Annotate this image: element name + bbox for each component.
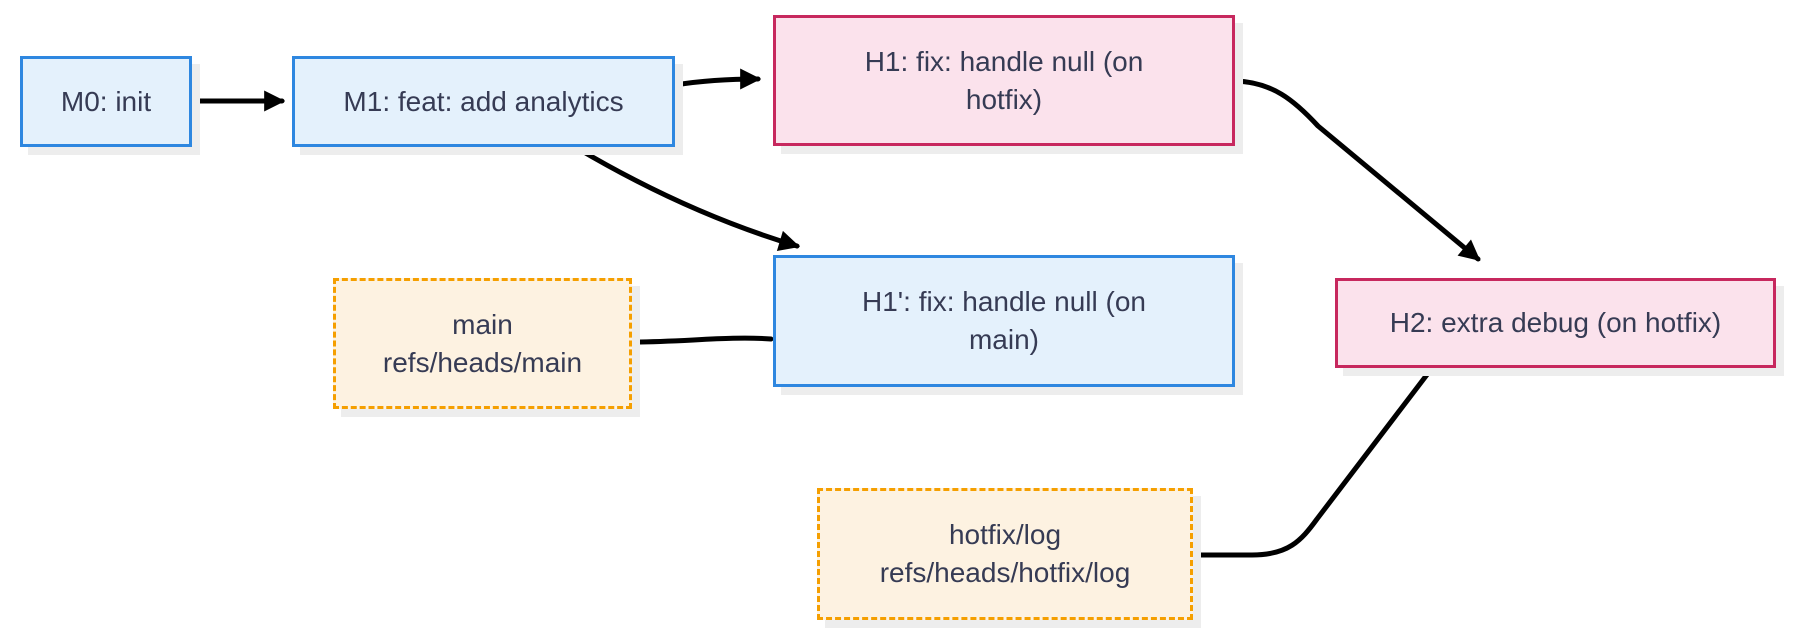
node-label-line1: H1': fix: handle null (on (862, 286, 1146, 317)
node-label: H2: extra debug (on hotfix) (1389, 307, 1722, 338)
edge-m1-to-h1-prime (574, 145, 801, 251)
node-label: M0: init (60, 85, 152, 117)
node-label-line2: main) (968, 324, 1039, 355)
node-commit-m0: M0: init (20, 56, 192, 147)
branch-name: main (452, 308, 513, 340)
node-branch-ref-hotfix-log: hotfix/log refs/heads/hotfix/log (817, 488, 1193, 620)
node-label: M1: feat: add analytics (343, 85, 624, 117)
branch-name: hotfix/log (948, 519, 1062, 550)
node-commit-h2-hotfix: H2: extra debug (on hotfix) (1335, 278, 1776, 368)
node-label-line2: hotfix) (965, 83, 1043, 115)
branch-refpath: refs/heads/main (382, 346, 583, 378)
edge-h1-to-h2 (1232, 78, 1481, 262)
branch-refpath: refs/heads/hotfix/log (879, 557, 1131, 588)
node-commit-m1: M1: feat: add analytics (292, 56, 675, 147)
node-label-line1: H1: fix: handle null (on (864, 45, 1144, 77)
node-commit-h1-prime-main: H1': fix: handle null (on main) (773, 255, 1235, 387)
node-commit-h1-hotfix: H1: fix: handle null (on hotfix) (773, 15, 1235, 146)
node-branch-ref-main: main refs/heads/main (333, 278, 632, 409)
edge-m1-to-h1 (672, 68, 762, 90)
edge-ref-hotfix-to-h2 (1189, 369, 1432, 558)
edge-ref-main-to-h1-prime (629, 335, 774, 345)
